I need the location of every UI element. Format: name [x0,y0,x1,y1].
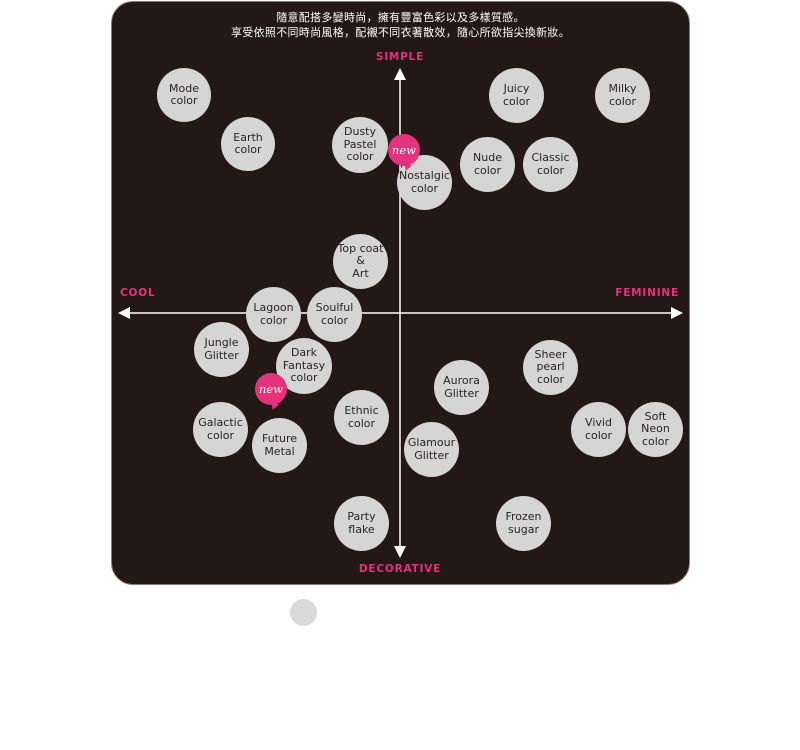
bubble-vivid: Vivid color [571,402,626,457]
arrow-left-icon [118,307,130,319]
arrow-up-icon [394,68,406,80]
bubble-galactic: Galactic color [193,402,248,457]
bubble-nude: Nude color [460,137,515,192]
bubble-soft-neon: Soft Neon color [628,402,683,457]
axis-label-decorative: DECORATIVE [358,563,442,575]
bubble-juicy: Juicy color [489,68,544,123]
axis-label-feminine: FEMININE [615,287,679,299]
bubble-earth: Earth color [221,117,275,171]
bubble-frozen-sugar: Frozen sugar [496,496,551,551]
intro-line-1: 隨意配搭多變時尚，擁有豐富色彩以及多樣質感。 [276,11,525,24]
axis-label-simple: SIMPLE [375,51,425,63]
bubble-ethnic: Ethnic color [334,390,389,445]
bubble-glamour-glitter: Glamour Glitter [404,422,459,477]
bubble-classic: Classic color [523,137,578,192]
bubble-soulful: Soulful color [307,287,362,342]
intro-line-2: 享受依照不同時尚風格，配襯不同衣著散效，隨心所欲指尖換新妝。 [231,26,570,39]
bubble-milky: Milky color [595,68,650,123]
bubble-party-flake: Party flake [334,496,389,551]
grey-dot [290,599,317,626]
bubble-future-metal: Future Metal [252,418,307,473]
axis-label-cool: COOL [120,287,156,299]
bubble-sheer-pearl: Sheer pearl color [523,340,578,395]
new-badge-dusty-pastel: new [388,134,420,166]
arrow-right-icon [671,307,683,319]
bubble-jungle-glitter: Jungle Glitter [194,322,249,377]
bubble-mode: Mode color [157,68,211,122]
new-badge-dark-fantasy: new [255,373,287,405]
bubble-dusty-pastel: Dusty Pastel color [332,117,388,173]
bubble-aurora-glitter: Aurora Glitter [434,360,489,415]
bubble-lagoon: Lagoon color [246,287,301,342]
bubble-top-coat-art: Top coat & Art [333,234,388,289]
arrow-down-icon [394,546,406,558]
